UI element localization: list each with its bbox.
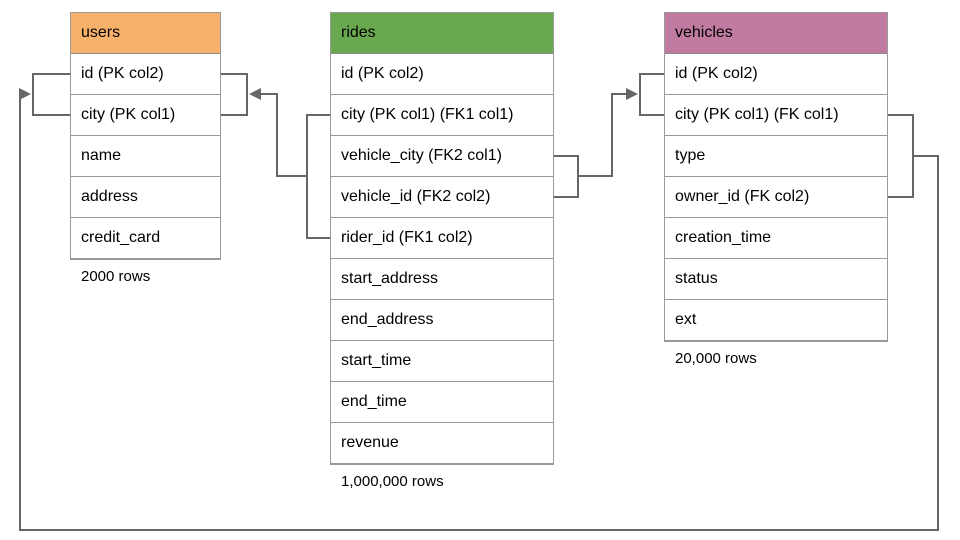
table-row: vehicle_id (FK2 col2)	[331, 177, 553, 218]
users-left-bracket	[32, 73, 70, 116]
rides-users-link	[261, 93, 307, 177]
table-row: type	[665, 136, 887, 177]
connector-rides-to-vehicles	[553, 73, 664, 198]
table-users: users id (PK col2) city (PK col1) name a…	[70, 12, 221, 285]
rides-right-bracket	[553, 155, 579, 198]
table-row: end_address	[331, 300, 553, 341]
table-row: city (PK col1) (FK col1)	[665, 95, 887, 136]
table-vehicles-header: vehicles	[665, 13, 887, 54]
table-row: credit_card	[71, 218, 220, 259]
rides-left-bracket	[306, 114, 330, 239]
users-right-bracket	[220, 73, 248, 116]
table-users-header: users	[71, 13, 220, 54]
table-row: ext	[665, 300, 887, 341]
table-row: status	[665, 259, 887, 300]
table-row: end_time	[331, 382, 553, 423]
rides-vehicles-link	[578, 93, 626, 177]
vehicles-left-bracket	[639, 73, 664, 116]
table-row: vehicle_city (FK2 col1)	[331, 136, 553, 177]
table-rides: rides id (PK col2) city (PK col1) (FK1 c…	[330, 12, 554, 490]
table-row: owner_id (FK col2)	[665, 177, 887, 218]
table-row: city (PK col1)	[71, 95, 220, 136]
table-row: city (PK col1) (FK1 col1)	[331, 95, 553, 136]
row-count-label: 20,000 rows	[675, 350, 757, 367]
vehicles-right-bracket	[887, 114, 914, 198]
table-row: creation_time	[665, 218, 887, 259]
table-row: address	[71, 177, 220, 218]
arrow-right-icon	[626, 88, 638, 100]
table-row: name	[71, 136, 220, 177]
arrow-right-icon	[19, 88, 31, 100]
table-row: start_time	[331, 341, 553, 382]
row-count-label: 2000 rows	[81, 268, 151, 285]
row-count-label: 1,000,000 rows	[341, 473, 444, 490]
table-row: revenue	[331, 423, 553, 464]
table-row: start_address	[331, 259, 553, 300]
table-row: id (PK col2)	[665, 54, 887, 95]
table-rides-header: rides	[331, 13, 553, 54]
table-row: id (PK col2)	[71, 54, 220, 95]
table-row: id (PK col2)	[331, 54, 553, 95]
connector-rides-to-users	[220, 73, 330, 239]
table-row: rider_id (FK1 col2)	[331, 218, 553, 259]
arrow-left-icon	[249, 88, 261, 100]
table-vehicles: vehicles id (PK col2) city (PK col1) (FK…	[664, 12, 888, 367]
